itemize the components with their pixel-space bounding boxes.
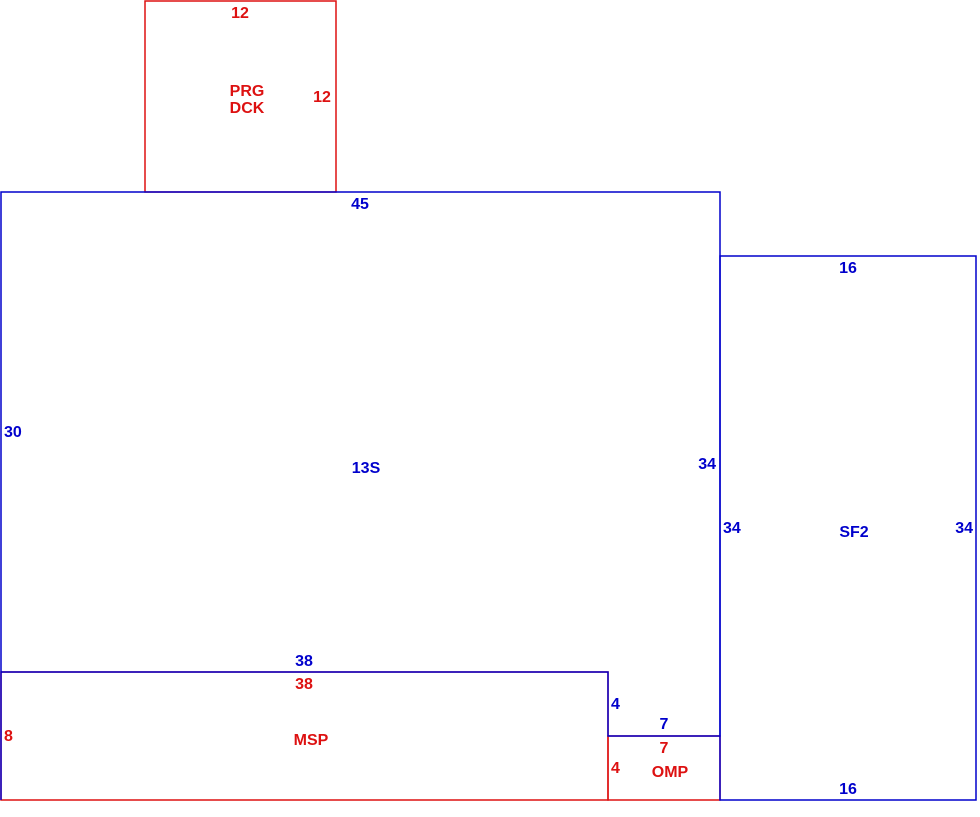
msp-code: MSP <box>294 732 329 749</box>
prg-dck-code-line1: PRG <box>230 83 265 100</box>
main-13s-dim-bottom: 38 <box>295 653 313 670</box>
omp-dim-top: 7 <box>660 740 669 757</box>
main-13s-outline <box>0 191 721 800</box>
sf2-dim-bottom: 16 <box>839 781 857 798</box>
main-13s-code: 13S <box>352 460 381 477</box>
main-13s-dim-bottom-omp: 7 <box>660 716 669 733</box>
sf2-code: SF2 <box>839 524 868 541</box>
main-13s-dim-top: 45 <box>351 196 369 213</box>
msp-dim-left: 8 <box>4 728 13 745</box>
sf2-dim-top: 16 <box>839 260 857 277</box>
main-13s-dim-step: 4 <box>611 696 620 713</box>
main-13s-dim-left: 30 <box>4 424 22 441</box>
main-13s-dim-right: 34 <box>698 456 716 473</box>
omp-dim-left: 4 <box>611 760 620 777</box>
prg-dck-dim-right: 12 <box>313 89 331 106</box>
sf2-dim-right: 34 <box>955 520 973 537</box>
prg-dck-dim-top: 12 <box>231 5 249 22</box>
sf2-dim-left: 34 <box>723 520 741 537</box>
msp-dim-top: 38 <box>295 676 313 693</box>
prg-dck-code-line2: DCK <box>230 100 265 117</box>
omp-code: OMP <box>652 764 689 781</box>
sf2-outline <box>719 255 977 801</box>
